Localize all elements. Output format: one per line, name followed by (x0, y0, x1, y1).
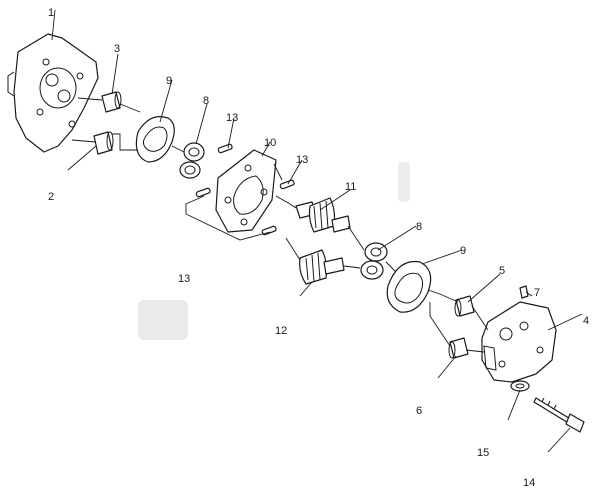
driven-gear-part (299, 249, 345, 285)
bushing-lower-part (93, 131, 114, 155)
callout-8-right: 8 (416, 221, 422, 233)
seal-plate-right-part (386, 260, 432, 313)
callout-8-left: 8 (203, 95, 209, 107)
bushing-right-lower-part (448, 337, 469, 359)
bolt-part (533, 397, 585, 433)
bushing-upper-part (101, 91, 122, 113)
front-cover-part (7, 33, 99, 153)
dowel-pin-c-part (195, 187, 211, 198)
redacted-patch-2 (398, 162, 410, 202)
callout-13-lower: 13 (178, 273, 190, 285)
dowel-pin-b-part (279, 179, 295, 190)
gear-housing-part (215, 149, 277, 233)
callout-3: 3 (114, 43, 120, 55)
backup-ring-left-part (179, 142, 205, 179)
callout-11: 11 (345, 181, 356, 193)
seal-plate-left-part (135, 116, 175, 163)
callout-6: 6 (416, 405, 422, 417)
callout-15: 15 (477, 447, 489, 459)
assembly-lines (71, 97, 489, 353)
callout-14: 14 (523, 477, 535, 489)
callout-12: 12 (275, 325, 287, 337)
backup-ring-right-part (360, 242, 388, 280)
callout-13-mid: 13 (296, 154, 308, 166)
washer-part (510, 380, 530, 392)
callout-2: 2 (48, 191, 54, 203)
rear-cover-part (481, 301, 557, 383)
plug-screw-part (519, 285, 529, 299)
callout-9-left: 9 (166, 75, 172, 87)
callout-10: 10 (264, 137, 276, 149)
dowel-pin-d-part (261, 225, 277, 236)
callout-7: 7 (534, 287, 540, 299)
drive-gear-part (295, 197, 351, 233)
callout-labels: 1 3 9 8 13 10 13 11 2 8 9 5 13 7 4 12 6 … (48, 7, 589, 489)
callout-4: 4 (583, 315, 589, 327)
callout-13-upper: 13 (226, 112, 238, 124)
dowel-pin-a-part (217, 143, 233, 154)
redacted-patch-1 (138, 300, 188, 340)
callout-5: 5 (499, 265, 505, 277)
callout-leaders (51, 9, 583, 453)
callout-9-right: 9 (460, 245, 466, 257)
callout-1: 1 (48, 7, 54, 19)
